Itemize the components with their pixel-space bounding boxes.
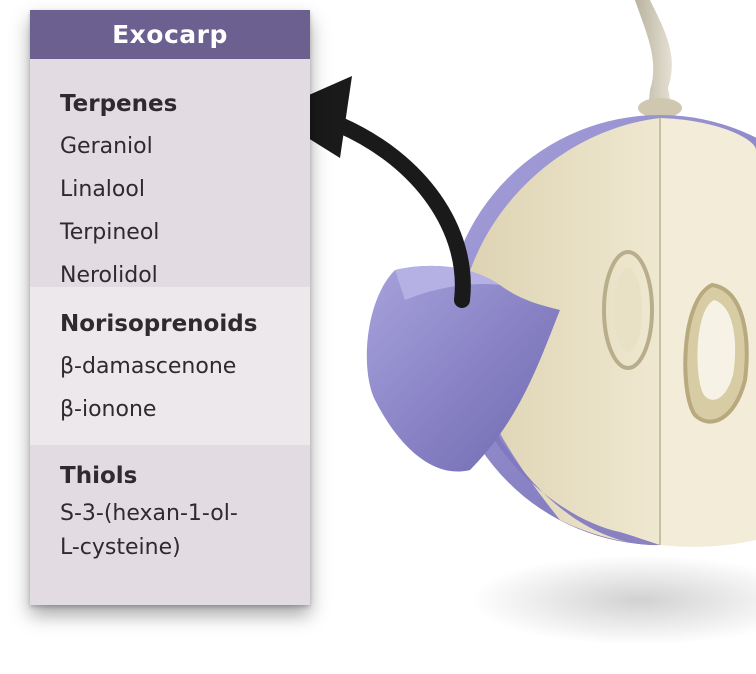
list-item: Linalool [60,168,310,211]
stem-icon [635,0,672,110]
list-item: Geraniol [60,125,310,168]
section-thiols: Thiols S-3-(hexan-1-ol- L-cysteine) [30,445,310,605]
section-terpenes: Terpenes Geraniol Linalool Terpineol Ner… [30,59,310,287]
list-item: β-ionone [60,388,310,431]
seed-right-icon [685,285,746,422]
section-title: Terpenes [60,83,310,125]
section-title: Norisoprenoids [60,303,310,345]
list-item: L-cysteine) [60,531,310,565]
exocarp-panel: Exocarp Terpenes Geraniol Linalool Terpi… [30,10,310,605]
list-item: β-damascenone [60,345,310,388]
list-item: Terpineol [60,211,310,254]
shadow [470,555,756,645]
list-item: S-3-(hexan-1-ol- [60,497,310,531]
section-title: Thiols [60,455,310,497]
panel-header: Exocarp [30,10,310,59]
section-norisoprenoids: Norisoprenoids β-damascenone β-ionone [30,287,310,445]
